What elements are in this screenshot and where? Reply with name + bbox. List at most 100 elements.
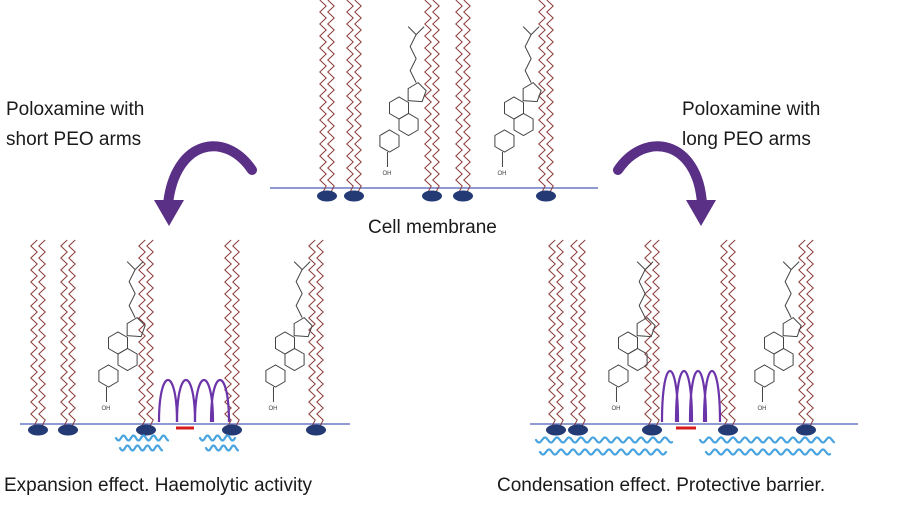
lipid-tail xyxy=(232,239,240,427)
steroid-ring xyxy=(764,331,784,355)
cholesterol: OH xyxy=(754,261,802,412)
lipid-head xyxy=(306,424,326,436)
cyclopentane-ring xyxy=(782,316,802,338)
lipid-head xyxy=(136,424,156,436)
steroid-ring xyxy=(504,96,524,120)
cholesterol: OH xyxy=(608,261,656,412)
hydroxyl-text: OH xyxy=(101,406,110,412)
steroid-ring xyxy=(98,364,119,388)
hydroxyl-text: OH xyxy=(611,406,620,412)
lipid-head xyxy=(317,190,337,202)
expansion-panel: OH OH xyxy=(20,239,350,452)
poloxamine-loop xyxy=(209,378,231,423)
steroid-ring xyxy=(608,364,629,388)
peo-chain xyxy=(114,434,170,442)
lipid-tail xyxy=(538,0,546,193)
lipid xyxy=(453,0,473,202)
steroid-ring xyxy=(379,129,400,153)
lipid-tail xyxy=(644,239,652,427)
lipid-tail xyxy=(556,239,564,427)
lipid xyxy=(306,239,326,436)
lipid-tail xyxy=(308,239,316,427)
lipid-head xyxy=(453,190,473,202)
cholesterol: OH xyxy=(494,26,542,177)
condensation-effect-label: Condensation effect. Protective barrier. xyxy=(497,475,826,496)
lipid-tail xyxy=(806,239,814,427)
cholesterol: OH xyxy=(98,261,146,412)
lipid-head xyxy=(422,190,442,202)
side-chain xyxy=(782,261,800,318)
poloxamine-loop xyxy=(175,378,197,423)
steroid-ring xyxy=(275,331,295,355)
lipid-tail xyxy=(578,239,586,427)
lipid-head xyxy=(344,190,364,202)
long-peo-arms-label: Poloxamine with long PEO arms xyxy=(682,95,820,155)
lipid xyxy=(568,239,588,436)
lipid-tail xyxy=(30,239,38,427)
lipid-tail xyxy=(432,0,440,193)
lipid-head xyxy=(546,424,566,436)
lipid xyxy=(222,239,242,436)
peo-chain xyxy=(534,436,674,444)
poloxamine-loop xyxy=(157,378,179,423)
side-chain xyxy=(126,261,144,318)
steroid-ring xyxy=(754,364,775,388)
cyclopentane-ring xyxy=(636,316,656,338)
lipid xyxy=(422,0,442,202)
lipid-tail xyxy=(346,0,354,193)
lipid-tail xyxy=(570,239,578,427)
peo-chain xyxy=(704,448,832,456)
lipid-head xyxy=(58,424,78,436)
hydroxyl-text: OH xyxy=(757,406,766,412)
long-arms-line2: long PEO arms xyxy=(682,129,811,150)
hydroxyl-text: OH xyxy=(268,406,277,412)
lipid xyxy=(28,239,48,436)
side-chain xyxy=(522,26,540,83)
lipid-tail xyxy=(463,0,471,193)
lipid-tail xyxy=(652,239,660,427)
steroid-ring xyxy=(618,331,638,355)
lipid-tail xyxy=(548,239,556,427)
hydroxyl-text: OH xyxy=(382,171,391,177)
peo-chain xyxy=(198,434,237,442)
steroid-ring xyxy=(389,96,409,120)
lipid-tail xyxy=(327,0,335,193)
lipid-tail xyxy=(798,239,806,427)
lipid-tail xyxy=(38,239,46,427)
lipid-tail xyxy=(146,239,154,427)
cell-membrane-panel: OH OH xyxy=(270,0,598,202)
lipid xyxy=(317,0,337,202)
lipid xyxy=(344,0,364,202)
arrow-right-head xyxy=(686,200,716,226)
cyclopentane-ring xyxy=(522,81,542,103)
lipid xyxy=(58,239,78,436)
arrow-to-right xyxy=(613,141,707,209)
lipid xyxy=(136,239,156,436)
lipid-tail xyxy=(319,0,327,193)
side-chain xyxy=(293,261,311,318)
cyclopentane-ring xyxy=(407,81,427,103)
lipid xyxy=(796,239,816,436)
lipid-head xyxy=(568,424,588,436)
lipid-tail xyxy=(424,0,432,193)
lipid xyxy=(642,239,662,436)
cell-membrane-label: Cell membrane xyxy=(368,217,497,238)
lipid xyxy=(546,239,566,436)
lipid-tail xyxy=(316,239,324,427)
short-peo-arms-label: Poloxamine with short PEO arms xyxy=(6,95,144,155)
peo-chain xyxy=(204,444,240,452)
long-arms-line1: Poloxamine with xyxy=(682,99,821,120)
lipid-tail xyxy=(354,0,362,193)
lipid-head xyxy=(222,424,242,436)
lipid-tail xyxy=(720,239,728,427)
lipid xyxy=(536,0,556,202)
lipid-tail xyxy=(455,0,463,193)
lipid-tail xyxy=(60,239,68,427)
condensation-panel: OH OH xyxy=(530,239,858,456)
lipid-head xyxy=(718,424,738,436)
cyclopentane-ring xyxy=(126,316,146,338)
lipid-head xyxy=(796,424,816,436)
lipid-head xyxy=(536,190,556,202)
cyclopentane-ring xyxy=(293,316,313,338)
